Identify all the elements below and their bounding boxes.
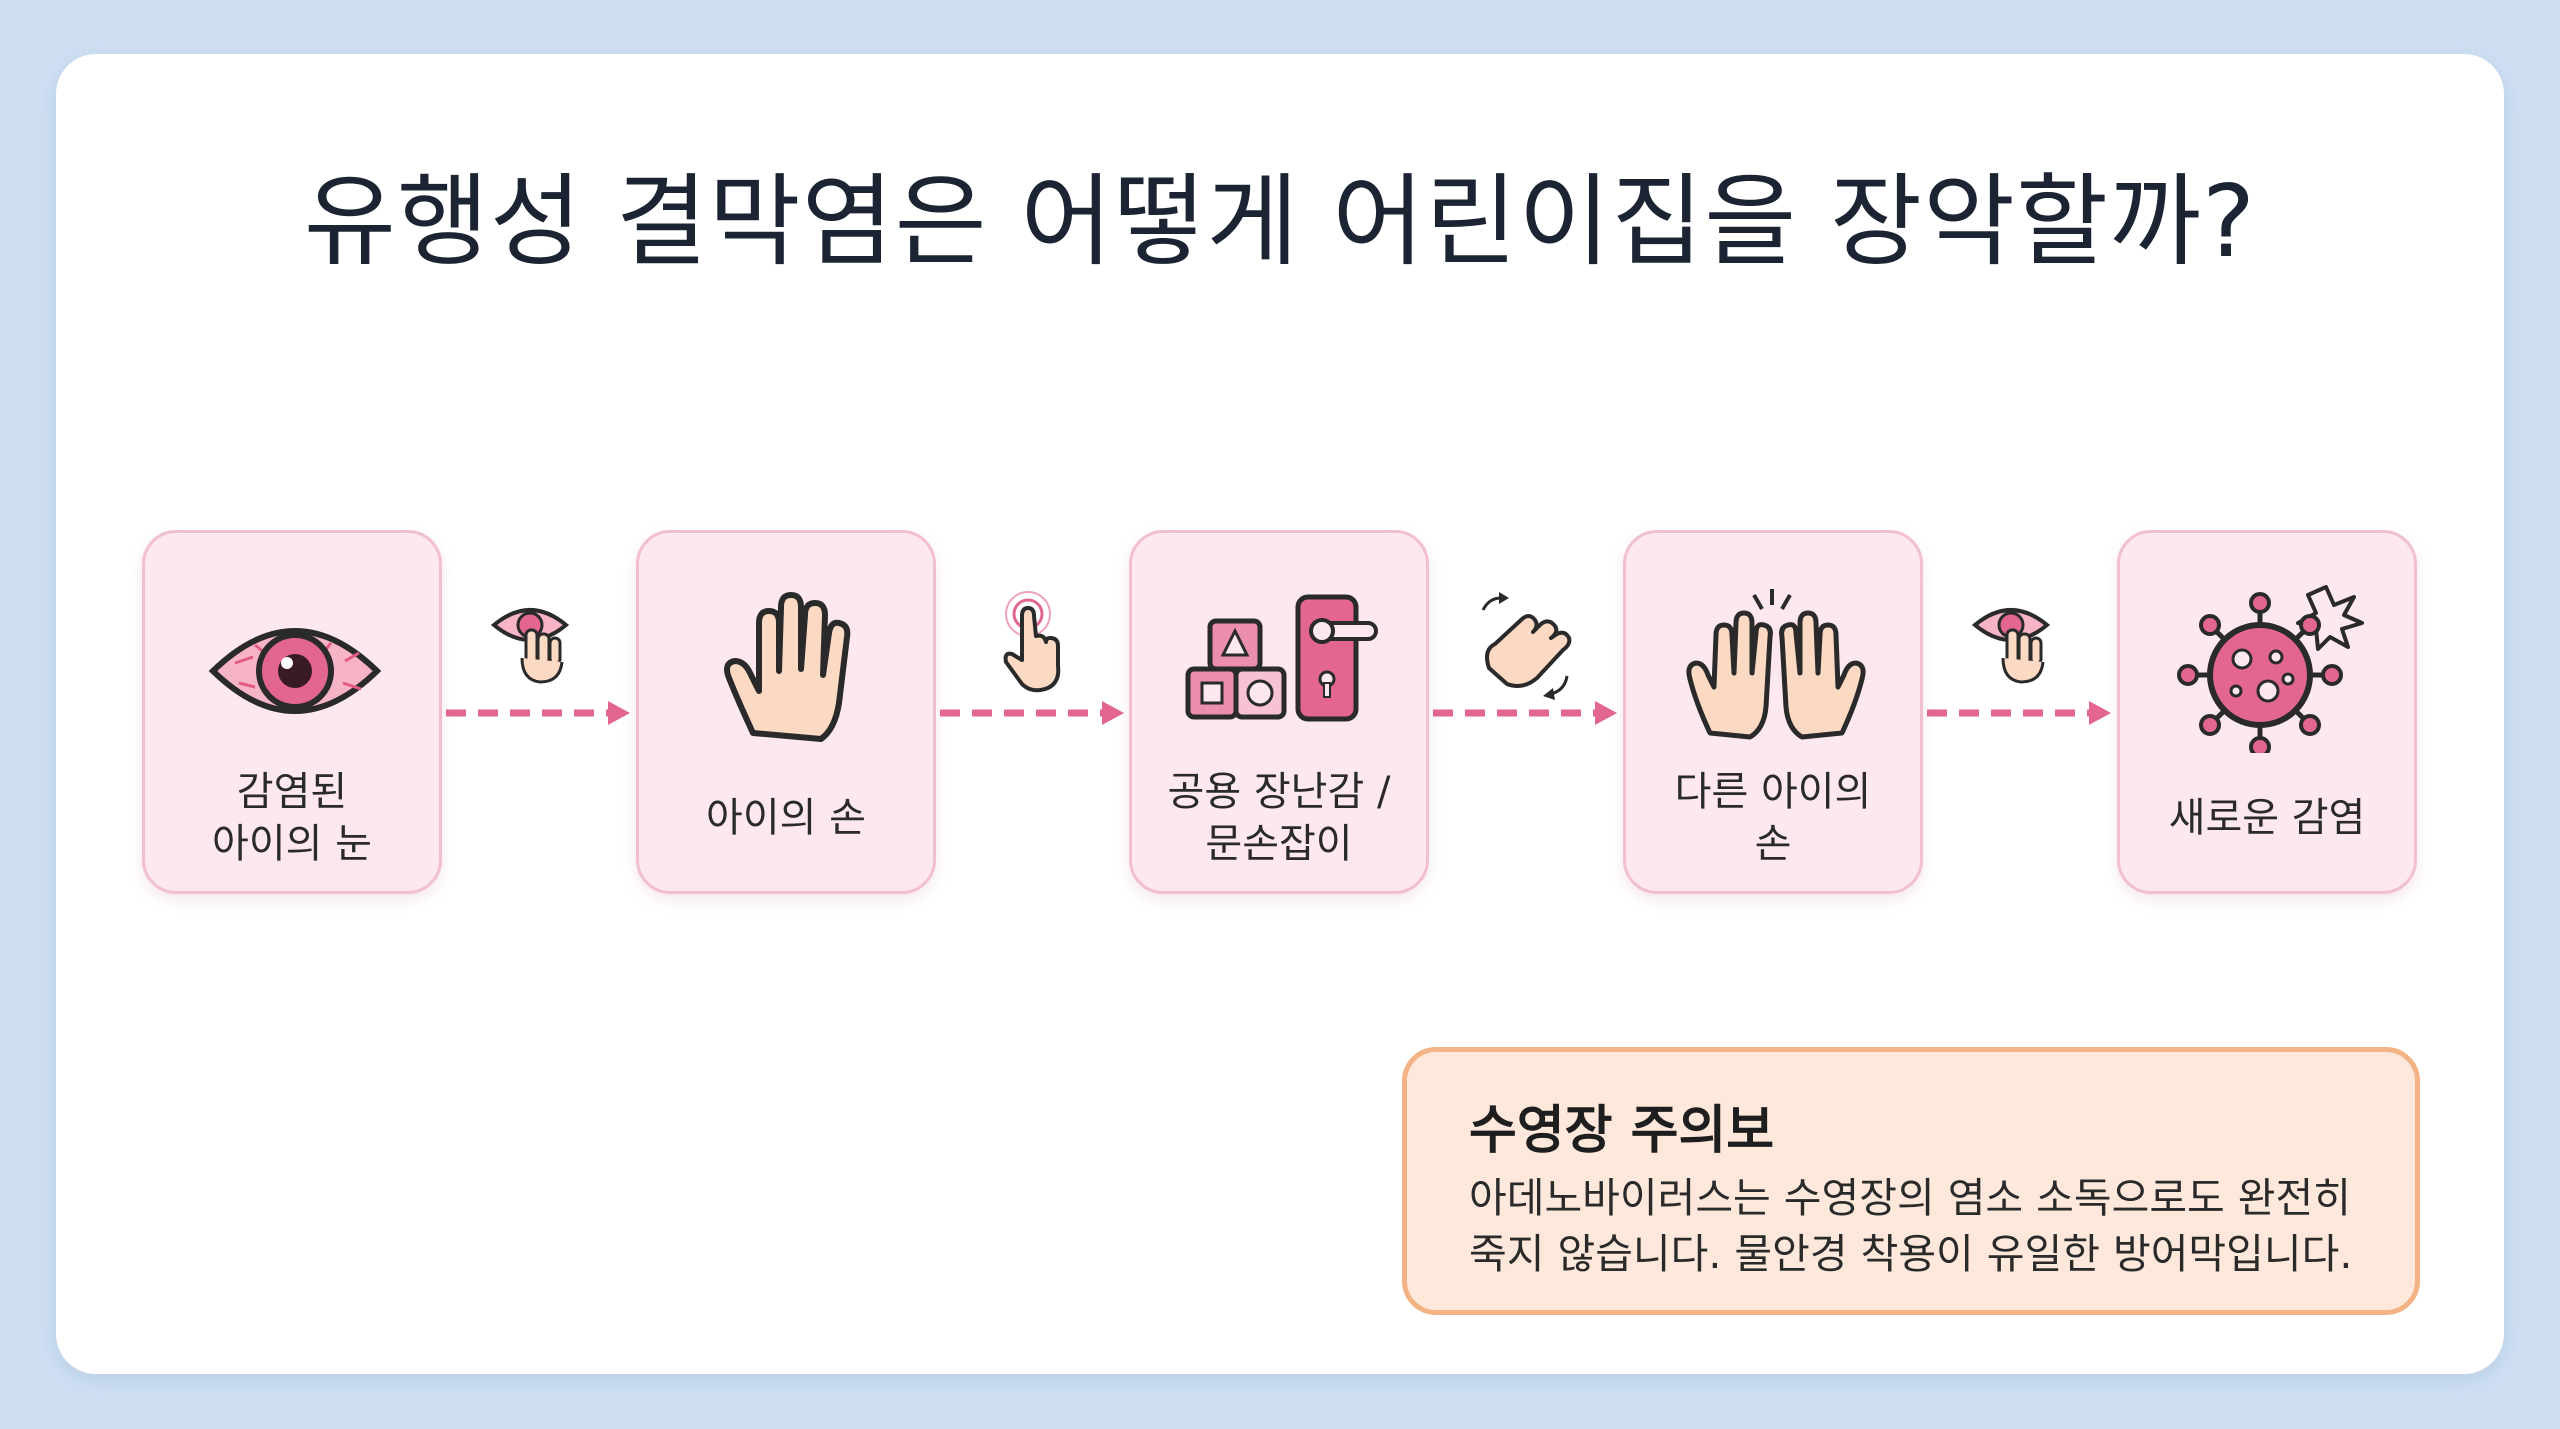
step-new-infection: 새로운 감염 <box>2117 530 2417 894</box>
wave-transfer-icon <box>1481 592 1572 700</box>
eye-touch-icon <box>490 608 570 684</box>
notice-title: 수영장 주의보 <box>1469 1101 1775 1161</box>
step-hand: 아이의 손 <box>636 530 936 894</box>
notice-body: 아데노바이러스는 수영장의 염소 소독으로도 완전히 죽지 않습니다. 물안경 … <box>1469 1174 2353 1278</box>
virus-icon <box>2177 585 2364 753</box>
step-toys-doorhandle: 공용 장난감 / 문손잡이 <box>1129 530 1429 894</box>
infected-eye-icon <box>208 628 382 714</box>
step-infected-eye: 감염된 아이의 눈 <box>142 530 442 894</box>
toys-doorhandle-icon <box>1185 594 1378 722</box>
step-other-hands: 다른 아이의 손 <box>1623 530 1923 894</box>
step-label: 다른 아이의 손 <box>1674 769 1872 867</box>
connector-arrow-2 <box>940 591 1124 725</box>
connector-arrow-4 <box>1927 608 2111 725</box>
step-label: 공용 장난감 / 문손잡이 <box>1167 769 1391 867</box>
finger-touch-icon <box>1003 591 1061 693</box>
page-title: 유행성 결막염은 어떻게 어린이집을 장악할까? <box>303 163 2257 280</box>
step-label: 아이의 손 <box>706 795 866 841</box>
step-label: 감염된 아이의 눈 <box>212 769 372 867</box>
two-hands-icon <box>1686 589 1866 740</box>
pool-warning-box: 수영장 주의보 아데노바이러스는 수영장의 염소 소독으로도 완전히 죽지 않습… <box>1402 1047 2420 1315</box>
hand-icon <box>724 592 851 742</box>
eye-touch-icon <box>1971 608 2051 684</box>
step-label: 새로운 감염 <box>2168 795 2366 841</box>
connector-arrow-3 <box>1433 592 1617 725</box>
connector-arrow-1 <box>446 608 630 725</box>
